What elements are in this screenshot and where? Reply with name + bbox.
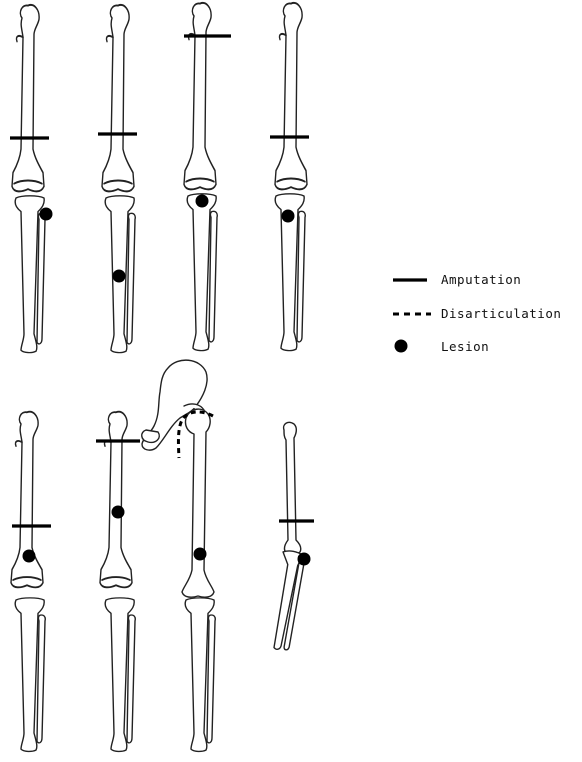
lesion-marker-1 [40, 208, 53, 221]
legend-label-lesion: Lesion [441, 339, 489, 354]
leg-6 [96, 412, 140, 752]
lesion-marker-4 [282, 210, 295, 223]
leg-3 [184, 3, 231, 351]
lesion-marker-8 [298, 553, 311, 566]
lesion-marker-6 [112, 506, 125, 519]
lesion-marker-2 [113, 270, 126, 283]
lower-leg-1 [15, 196, 45, 353]
femur-6 [100, 412, 132, 588]
lower-leg-3 [187, 194, 217, 351]
lesion-marker-5 [23, 550, 36, 563]
femur-1 [12, 5, 44, 191]
legend: Amputation Disarticulation Lesion [393, 272, 561, 354]
femur-3 [184, 3, 216, 189]
leg-2 [98, 5, 137, 353]
legend-item-disarticulation: Disarticulation [393, 306, 561, 321]
legend-item-amputation: Amputation [393, 272, 521, 287]
legend-label-amputation: Amputation [441, 272, 521, 287]
leg-7 [142, 360, 216, 751]
lower-leg-5 [15, 598, 45, 752]
legend-item-lesion: Lesion [395, 339, 490, 354]
leg-1 [10, 5, 53, 353]
leg-5 [11, 412, 51, 752]
femur-2 [102, 5, 134, 191]
lower-leg-7 [185, 598, 215, 752]
femur-4 [275, 3, 307, 189]
humerus-8 [284, 422, 301, 554]
forearm-8 [273, 550, 305, 651]
lower-leg-6 [105, 598, 135, 752]
lesion-marker-3 [196, 195, 209, 208]
legend-label-disarticulation: Disarticulation [441, 306, 561, 321]
lesion-symbol [395, 340, 408, 353]
leg-4 [270, 3, 309, 351]
lesion-marker-7 [194, 548, 207, 561]
arm-8 [273, 422, 314, 651]
femur-7 [182, 409, 214, 597]
